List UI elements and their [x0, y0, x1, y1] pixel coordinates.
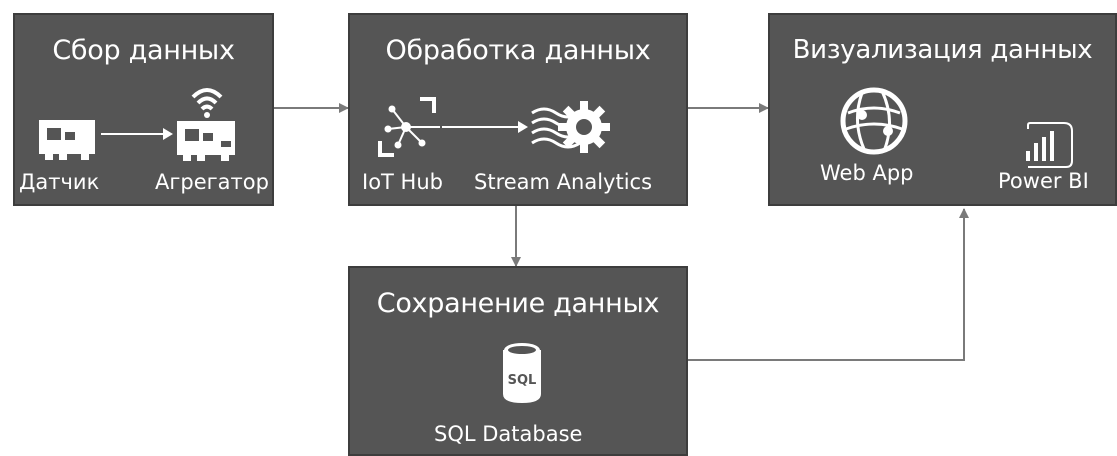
- sensor-to-aggregator-arrow: [101, 128, 173, 140]
- sensor-label: Датчик: [19, 170, 100, 194]
- iot-hub-label: IoT Hub: [362, 170, 443, 194]
- iot-to-stream-arrow: [442, 121, 528, 133]
- block-data-collection: Сбор данных Датчик Агрегатор: [13, 13, 274, 206]
- sql-icon-text: SQL: [508, 373, 537, 388]
- web-app-globe-icon: [840, 87, 908, 155]
- sensor-board-icon: [39, 120, 95, 160]
- block-title: Сбор данных: [52, 35, 235, 66]
- block-data-visualization: Визуализация данных Web App Power BI: [768, 13, 1117, 206]
- wifi-aggregator-icon: [177, 88, 235, 161]
- block-title: Обработка данных: [385, 35, 651, 66]
- block-data-processing: Обработка данных: [348, 13, 688, 206]
- block-title: Визуализация данных: [792, 35, 1093, 65]
- sql-database-label: SQL Database: [434, 422, 583, 446]
- web-app-label: Web App: [820, 161, 914, 185]
- arrow-store-to-visualize: [688, 208, 969, 361]
- sql-database-icon: SQL: [503, 343, 541, 404]
- stream-analytics-icon: [531, 101, 610, 153]
- block-title: Сохранение данных: [376, 288, 660, 319]
- aggregator-label: Агрегатор: [155, 170, 269, 194]
- block-data-storage: Сохранение данных SQL SQL Database: [348, 266, 688, 456]
- iot-hub-icon: [378, 97, 440, 157]
- power-bi-label: Power BI: [998, 169, 1089, 193]
- stream-analytics-label: Stream Analytics: [474, 170, 653, 194]
- power-bi-icon: [1026, 122, 1073, 168]
